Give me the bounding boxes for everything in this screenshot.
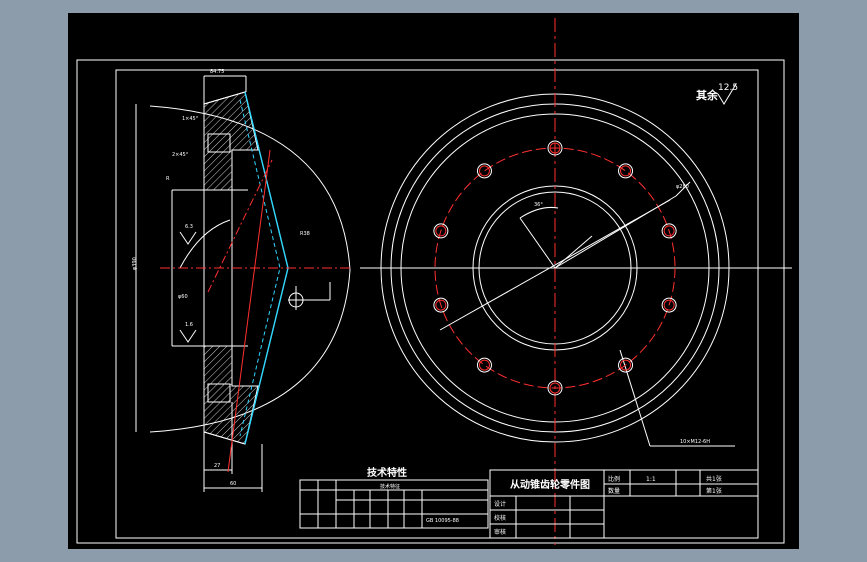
cone-axis-line bbox=[227, 149, 271, 473]
bolt-hole-thread bbox=[478, 359, 490, 371]
bolt-hole bbox=[433, 297, 449, 313]
roughness-note: 其余 bbox=[696, 88, 719, 102]
tech-table bbox=[299, 479, 489, 529]
bolt-hole bbox=[476, 163, 492, 179]
chamfer-a: 1×45° bbox=[182, 116, 199, 122]
checker-label: 校核 bbox=[494, 514, 506, 522]
drawing-background bbox=[68, 13, 799, 549]
hole-callout: 10×M12-6H bbox=[680, 439, 710, 445]
section-hole-top bbox=[207, 133, 231, 153]
spec-header: 技术特征 bbox=[380, 483, 400, 490]
angle-label: 36° bbox=[534, 202, 543, 208]
bolt-circle bbox=[434, 147, 676, 389]
spec-row: GB 10095-88 bbox=[426, 518, 459, 524]
bolt-hole-thread bbox=[620, 165, 632, 177]
chamfer-b: 2×45° bbox=[172, 152, 189, 158]
tech-title: 技术特性 bbox=[367, 466, 407, 479]
sheet-no: 第1张 bbox=[706, 487, 722, 495]
sheet-total: 共1张 bbox=[706, 475, 722, 483]
dia-left: φ390 bbox=[132, 257, 138, 270]
bolt-hole-thread bbox=[478, 165, 490, 177]
scale-label: 比例 bbox=[608, 475, 620, 483]
bolt-hole-thread bbox=[620, 359, 632, 371]
section-hole-bottom bbox=[207, 383, 231, 403]
bolt-hole bbox=[618, 357, 634, 373]
bolt-hole bbox=[618, 163, 634, 179]
drawing-title: 从动锥齿轮零件图 bbox=[510, 478, 590, 491]
r-mark: R bbox=[166, 176, 170, 182]
dia-center: φ60 bbox=[178, 294, 188, 300]
pcd-label: φ280 bbox=[676, 184, 689, 190]
designer-label: 设计 bbox=[494, 500, 506, 508]
inner-frame bbox=[115, 69, 759, 539]
bolt-holes bbox=[433, 140, 677, 396]
roughness-value: 12.5 bbox=[718, 83, 738, 93]
angle-arc bbox=[179, 219, 231, 269]
bolt-hole-thread bbox=[549, 142, 561, 154]
scale-value: 1:1 bbox=[646, 476, 656, 483]
outer-frame bbox=[76, 59, 785, 544]
ra-b: 1.6 bbox=[185, 322, 193, 328]
angle-leader bbox=[519, 217, 556, 269]
bolt-hole-thread bbox=[435, 299, 447, 311]
bolt-hole-thread bbox=[549, 382, 561, 394]
dim-top: 84.75 bbox=[210, 69, 224, 75]
qty-label: 数量 bbox=[608, 487, 620, 495]
bolt-hole-thread bbox=[663, 299, 675, 311]
bolt-hole bbox=[433, 223, 449, 239]
bolt-hole bbox=[661, 297, 677, 313]
title-block bbox=[489, 469, 759, 539]
roughness-symbol bbox=[717, 83, 737, 105]
ra-mark-b bbox=[179, 329, 197, 343]
bolt-hole bbox=[547, 380, 563, 396]
bolt-hole bbox=[661, 223, 677, 239]
ra-mark-a bbox=[179, 231, 197, 245]
bolt-hole-thread bbox=[435, 225, 447, 237]
bolt-hole bbox=[547, 140, 563, 156]
bolt-hole-thread bbox=[663, 225, 675, 237]
approver-label: 审核 bbox=[494, 528, 506, 536]
angle-arc-front bbox=[519, 207, 559, 219]
dim-arc bbox=[149, 105, 351, 433]
r38-label: R38 bbox=[300, 231, 310, 237]
pcd-line bbox=[439, 199, 671, 331]
w-bottom2: 60 bbox=[230, 481, 236, 487]
w-bottom: 27 bbox=[214, 463, 220, 469]
pitch-line bbox=[239, 99, 281, 437]
bolt-hole bbox=[476, 357, 492, 373]
ra-a: 6.3 bbox=[185, 224, 193, 230]
